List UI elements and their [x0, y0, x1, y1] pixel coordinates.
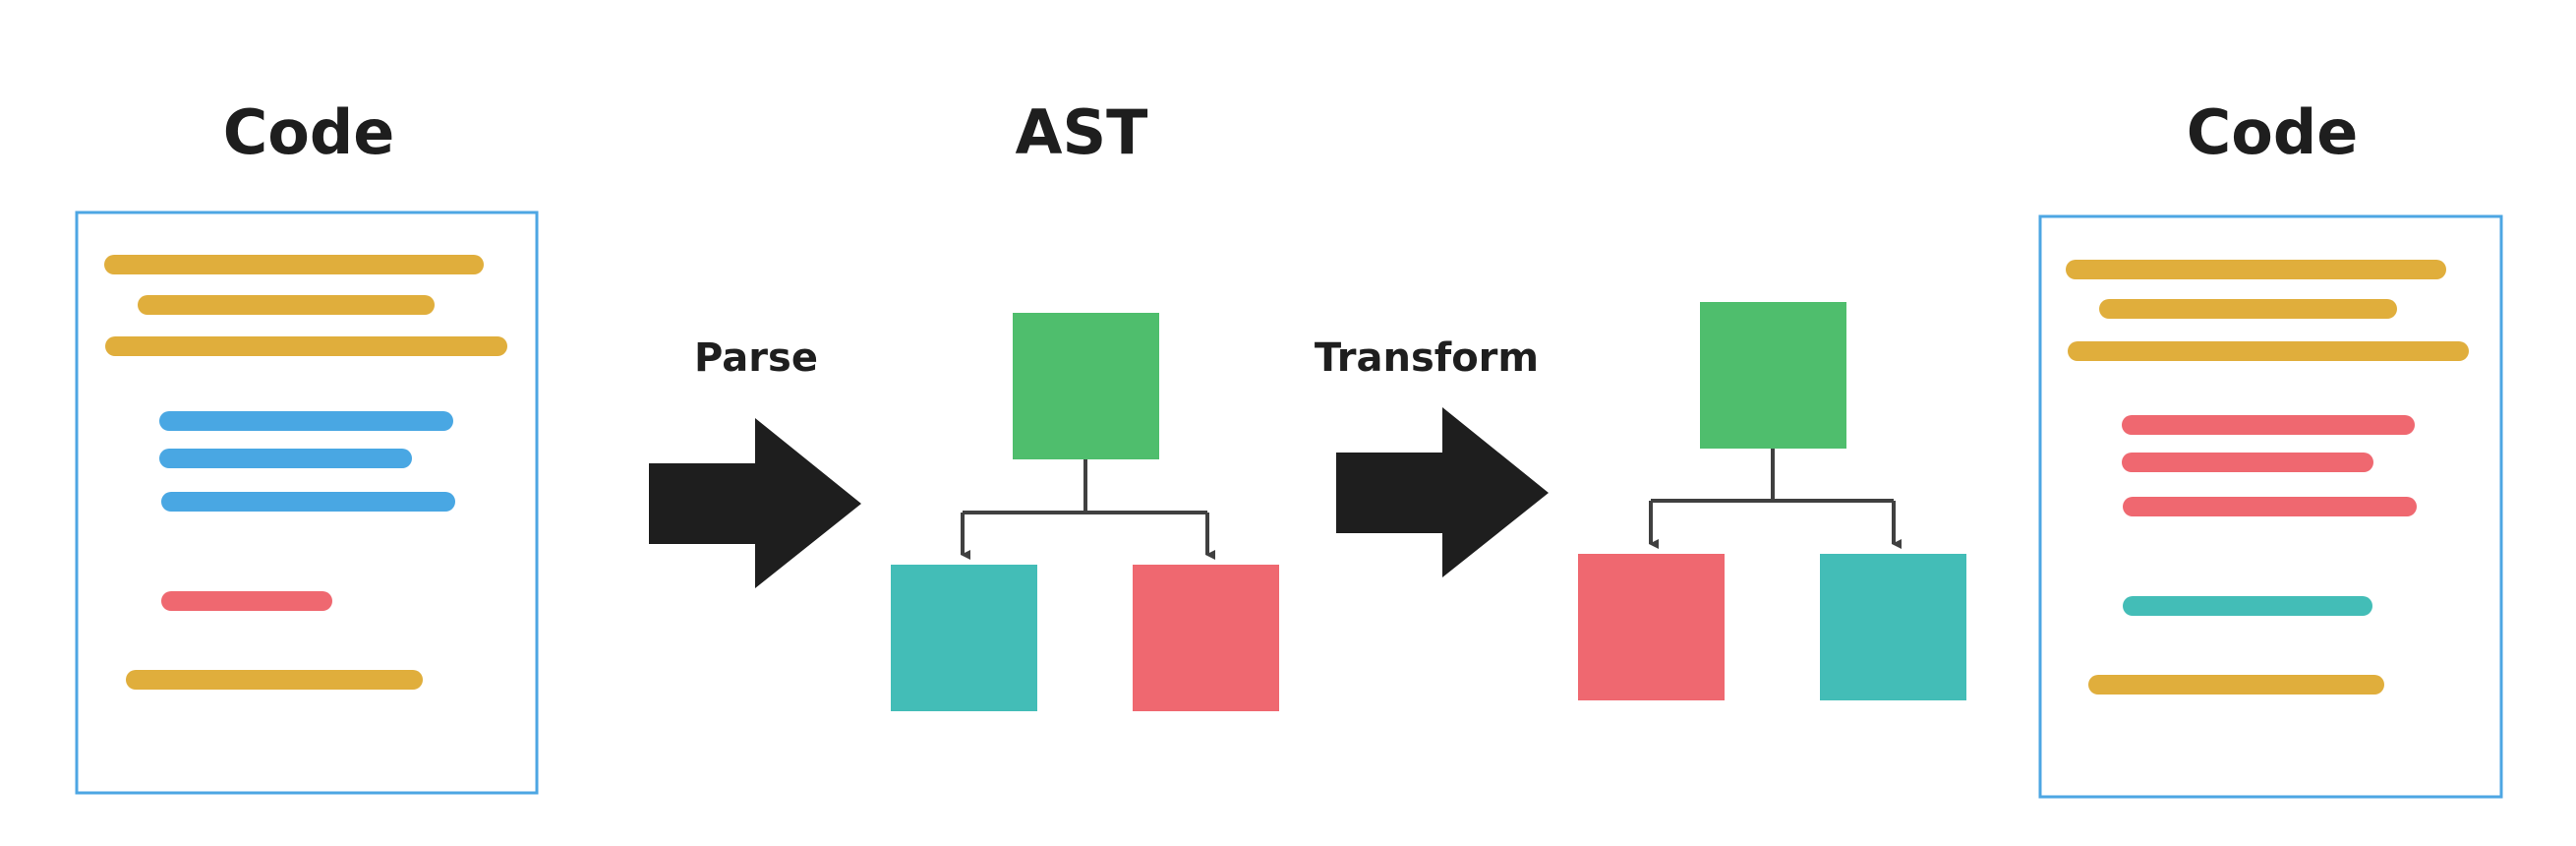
- parse-label: Parse: [694, 335, 818, 381]
- transformed-root-node: [1700, 302, 1846, 449]
- ast-root-node: [1013, 313, 1159, 459]
- ast-left-child-node: [891, 565, 1037, 711]
- arrow-right-icon: [649, 418, 861, 588]
- ast-title: AST: [1016, 96, 1148, 168]
- left-code-document: [75, 211, 539, 795]
- transformed-right-child-node: [1820, 554, 1966, 700]
- transform-label: Transform: [1315, 335, 1539, 381]
- transformed-left-child-node: [1578, 554, 1725, 700]
- transformed-tree-connector: [1651, 449, 1894, 503]
- ast-tree-connector: [963, 459, 1207, 514]
- transformed-ast-tree: [1578, 302, 1966, 700]
- left-code-title: Code: [223, 96, 395, 168]
- ast-tree: [891, 313, 1279, 711]
- right-code-document: [2038, 214, 2503, 799]
- ast-right-child-node: [1133, 565, 1279, 711]
- right-code-title: Code: [2187, 96, 2359, 168]
- arrow-right-icon: [1336, 407, 1549, 577]
